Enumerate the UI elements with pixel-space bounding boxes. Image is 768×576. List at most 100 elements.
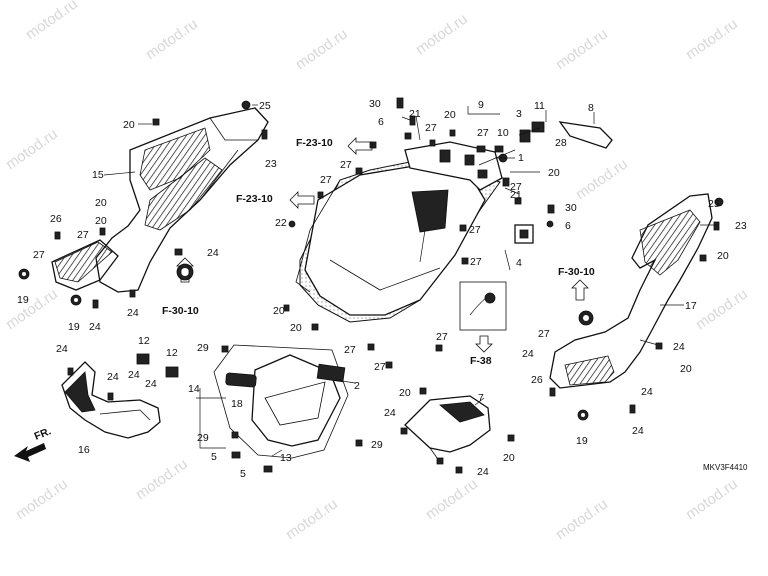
part-label: 7 <box>478 392 484 404</box>
left-side-cover[interactable] <box>51 107 269 293</box>
leader-lines <box>103 104 718 457</box>
part-label: 29 <box>371 439 383 451</box>
front-lower-cover[interactable] <box>61 361 161 439</box>
part-label: 25 <box>259 100 271 112</box>
ref-label: F-23-10 <box>236 193 273 205</box>
part-label: 14 <box>188 383 200 395</box>
part-label: 20 <box>123 119 135 131</box>
watermark-text: motod.ru <box>283 495 341 543</box>
part-label: 10 <box>497 127 509 139</box>
part-label: 27 <box>469 224 481 236</box>
part-label: 27 <box>477 127 489 139</box>
harness-connector <box>459 281 507 331</box>
fr-direction-arrow: FR. <box>14 425 53 462</box>
part-label: 16 <box>78 444 90 456</box>
part-label: 20 <box>290 322 302 334</box>
part-label: 28 <box>555 137 567 149</box>
part-label: 21 <box>409 108 421 120</box>
part-label: 2 <box>354 380 360 392</box>
part-label: 24 <box>641 386 653 398</box>
part-label: 27 <box>344 344 356 356</box>
watermark-text: motod.ru <box>413 10 471 58</box>
watermark-text: motod.ru <box>553 495 611 543</box>
part-label: 3 <box>516 108 522 120</box>
part-label: 20 <box>95 197 107 209</box>
watermark-text: motod.ru <box>13 475 71 523</box>
part-label: 20 <box>399 387 411 399</box>
part-label: 20 <box>95 215 107 227</box>
part-label: 19 <box>576 435 588 447</box>
part-label: 4 <box>516 257 522 269</box>
part-label: 17 <box>685 300 697 312</box>
part-label: 24 <box>56 343 68 355</box>
part-label: 6 <box>565 220 571 232</box>
ref-label: F-30-10 <box>558 266 595 278</box>
part-label: 27 <box>510 181 522 193</box>
part-label: 12 <box>166 347 178 359</box>
watermark-text: motod.ru <box>683 15 741 63</box>
watermark-text: motod.ru <box>693 285 751 333</box>
part-label: 29 <box>197 342 209 354</box>
part-label: 11 <box>534 100 545 112</box>
ref-label: F-30-10 <box>162 305 199 317</box>
part-label: 1 <box>518 152 524 164</box>
part-label: 27 <box>320 174 332 186</box>
part-label: 20 <box>444 109 456 121</box>
watermark-text: motod.ru <box>293 25 351 73</box>
part-label: 23 <box>735 220 747 232</box>
part-label: 22 <box>275 217 287 229</box>
diagram-code: MKV3F4410 <box>703 463 748 472</box>
part-label: 20 <box>503 452 515 464</box>
part-label: 27 <box>33 249 45 261</box>
part-label: 8 <box>588 102 594 114</box>
right-side-cover[interactable] <box>549 193 713 389</box>
part-label: 19 <box>17 294 29 306</box>
part-label: 20 <box>680 363 692 375</box>
part-label: 30 <box>565 202 577 214</box>
watermark-text: motod.ru <box>423 475 481 523</box>
part-label: 20 <box>717 250 729 262</box>
part-label: 25 <box>708 198 720 210</box>
part-label: 24 <box>128 369 140 381</box>
center-storage-box[interactable] <box>295 141 503 323</box>
lower-panel[interactable] <box>400 387 515 474</box>
part-label: 18 <box>231 398 243 410</box>
part-label: 20 <box>548 167 560 179</box>
watermark-text: motod.ru <box>23 0 81 43</box>
inner-tray-assembly[interactable] <box>136 344 363 473</box>
part-label: 27 <box>425 122 437 134</box>
part-label: 24 <box>145 378 157 390</box>
part-label: 9 <box>478 99 484 111</box>
part-label: 5 <box>240 468 246 480</box>
part-label: 24 <box>107 371 119 383</box>
part-label: 24 <box>477 466 489 478</box>
part-label: 24 <box>89 321 101 333</box>
part-label: 24 <box>673 341 685 353</box>
watermark-text: motod.ru <box>573 155 631 203</box>
part-label: 27 <box>77 229 89 241</box>
right-cover-fasteners <box>549 197 724 421</box>
ref-label: F-23-10 <box>296 137 333 149</box>
part-label: 30 <box>369 98 381 110</box>
part-label: 12 <box>138 335 150 347</box>
part-label: 27 <box>470 256 482 268</box>
part-label: 15 <box>92 169 104 181</box>
part-label: 24 <box>522 348 534 360</box>
part-label: 29 <box>197 432 209 444</box>
part-label: 24 <box>127 307 139 319</box>
part-label: 26 <box>531 374 543 386</box>
fr-direction-label: FR. <box>33 425 53 442</box>
part-label: 27 <box>436 331 448 343</box>
part-label: 21 <box>510 189 522 201</box>
part-label: 24 <box>384 407 396 419</box>
part-label: 24 <box>207 247 219 259</box>
watermark-text: motod.ru <box>3 285 61 333</box>
part-label: 19 <box>68 321 80 333</box>
part-label: 24 <box>632 425 644 437</box>
part-label: 27 <box>538 328 550 340</box>
part-label: 6 <box>378 116 384 128</box>
part-label: 13 <box>280 452 292 464</box>
part-label: 26 <box>50 213 62 225</box>
